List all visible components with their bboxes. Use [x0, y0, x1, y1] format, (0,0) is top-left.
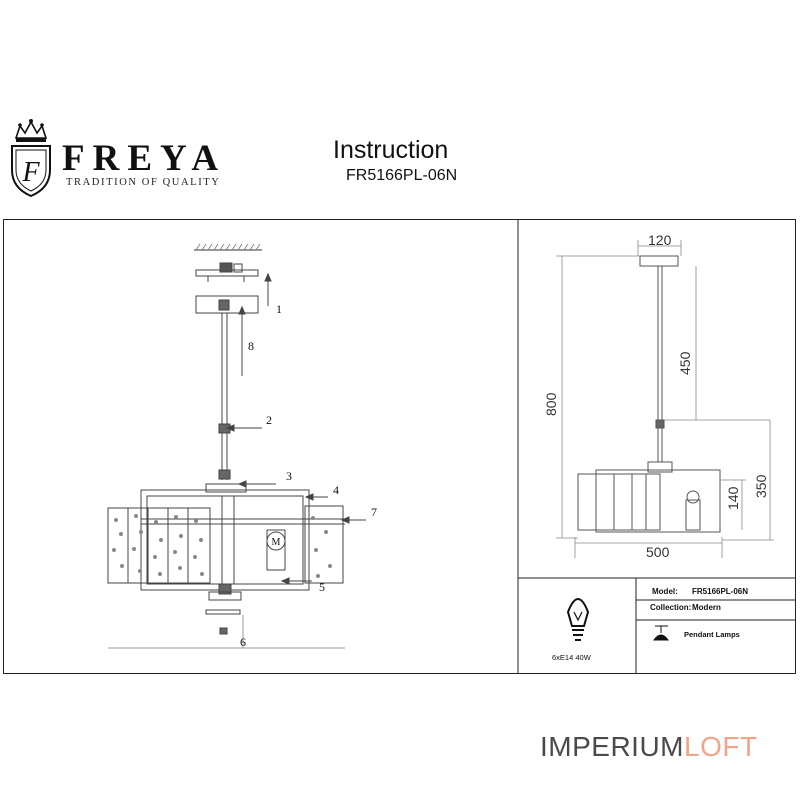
dimension-view: [556, 240, 774, 558]
callout-5: 5: [319, 580, 325, 594]
watermark-part2: LOFT: [684, 731, 758, 762]
callout-labels: 1 2 3 4 5 6 7 8: [240, 302, 377, 649]
document-title: Instruction: [333, 136, 449, 164]
dim-height-body: 350: [753, 474, 769, 498]
callout-2: 2: [266, 413, 272, 427]
model-value: FR5166PL-06N: [692, 587, 748, 596]
brand-logo: F: [6, 118, 56, 200]
bulb-spec-label: 6xE14 40W: [552, 653, 592, 662]
crystal-pattern: [112, 514, 332, 578]
dim-height-rod: 450: [677, 351, 693, 375]
light-bulb-icon: [566, 598, 590, 641]
collection-value: Modern: [692, 603, 721, 612]
dim-height-total: 800: [543, 392, 559, 416]
watermark-part1: IMPERIUM: [540, 731, 684, 762]
callout-8: 8: [248, 339, 254, 353]
logo-letter: F: [21, 157, 40, 188]
exploded-view: M: [107, 243, 345, 649]
callout-3: 3: [286, 469, 292, 483]
callout-6: 6: [240, 635, 246, 649]
callout-4: 4: [333, 483, 339, 497]
collection-label: Collection:: [650, 603, 691, 612]
dimension-labels: 120 450 800 350 140 500: [543, 232, 769, 560]
brand-name: FREYA: [62, 138, 227, 179]
crown-crest-logo-icon: F: [11, 119, 51, 198]
model-label: Model:: [652, 587, 678, 596]
dim-height-inner: 140: [725, 486, 741, 510]
svg-text:M: M: [272, 537, 281, 548]
bulb-cell: 6xE14 40W: [552, 598, 592, 662]
pendant-lamp-icon: [653, 625, 669, 641]
spec-details: Model: FR5166PL-06N Collection: Modern P…: [650, 587, 748, 641]
brand-tagline: TRADITION OF QUALITY: [66, 177, 221, 188]
dim-width-body: 500: [646, 544, 670, 560]
lamp-type-label: Pendant Lamps: [684, 630, 740, 639]
callout-7: 7: [371, 505, 377, 519]
drawing-frame: [3, 219, 796, 674]
imperiumloft-watermark: IMPERIUMLOFT: [540, 733, 758, 761]
dim-width-top: 120: [648, 232, 672, 248]
callout-1: 1: [276, 302, 282, 316]
product-code: FR5166PL-06N: [346, 167, 458, 184]
